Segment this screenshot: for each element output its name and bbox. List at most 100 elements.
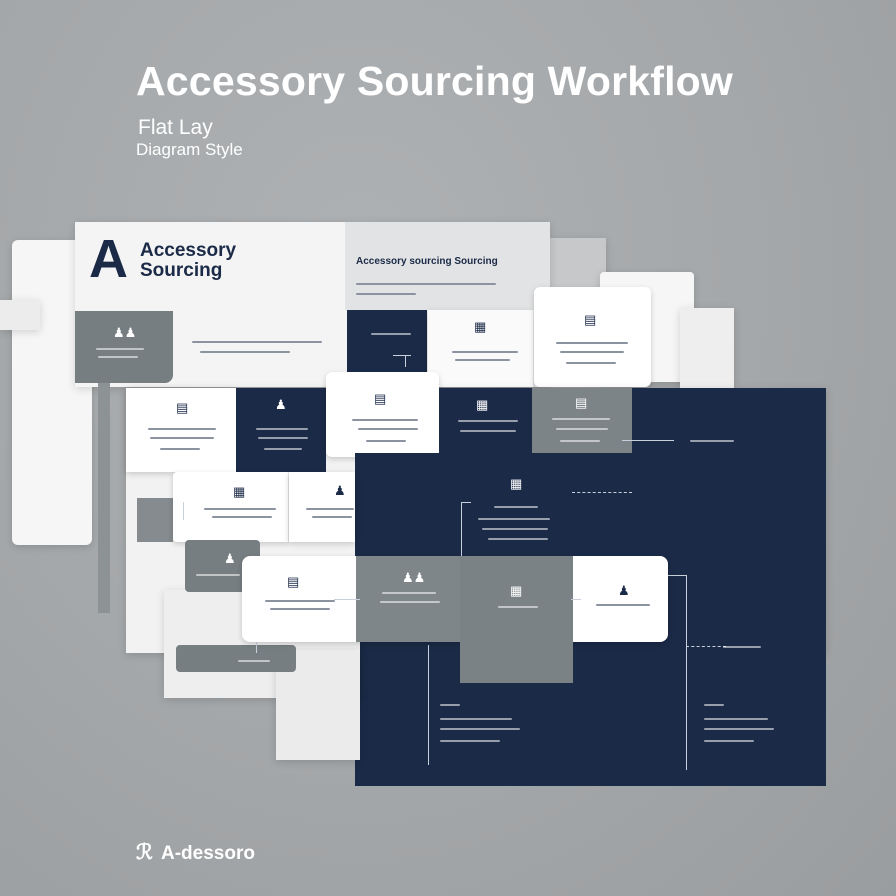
- text-line: [238, 660, 270, 662]
- text-line: [358, 428, 418, 430]
- grid-icon: ▦: [510, 476, 523, 491]
- side-block: [137, 498, 173, 542]
- connector-line: [183, 502, 184, 520]
- connector-arrow: [571, 599, 581, 600]
- brand-logo-letter: A: [89, 229, 128, 289]
- subtitle-line-2: Diagram Style: [136, 140, 243, 159]
- text-line: [704, 740, 754, 742]
- text-line: [566, 362, 616, 364]
- step-tile-person: [236, 388, 326, 472]
- person-icon: ♟: [334, 483, 346, 498]
- people-icon: ♟: [224, 551, 236, 566]
- text-line: [256, 428, 308, 430]
- text-line: [704, 718, 768, 720]
- text-line: [204, 508, 276, 510]
- text-line: [488, 538, 548, 540]
- text-line: [440, 740, 500, 742]
- text-line: [704, 728, 774, 730]
- connector-line: [256, 641, 257, 653]
- connector-line: [393, 355, 411, 356]
- connector-line: [668, 575, 686, 576]
- brand-name-line-2: Sourcing: [140, 260, 223, 281]
- text-line: [200, 351, 290, 353]
- text-line: [380, 601, 440, 603]
- text-line: [270, 608, 330, 610]
- text-line: [455, 359, 510, 361]
- text-line: [560, 440, 600, 442]
- person-icon: ♟: [618, 583, 630, 598]
- calendar-icon: ▦: [474, 319, 487, 334]
- text-line: [356, 283, 496, 285]
- connector-line: [622, 440, 674, 441]
- text-line: [452, 351, 518, 353]
- step-card-document-raised: [326, 372, 439, 457]
- step-card-document-top: [534, 287, 651, 387]
- document-icon: ▤: [374, 391, 387, 406]
- text-line: [596, 604, 650, 606]
- text-line: [478, 518, 550, 520]
- person-icon: ♟: [275, 397, 287, 412]
- text-line: [458, 420, 518, 422]
- text-line: [382, 592, 436, 594]
- text-line: [148, 428, 216, 430]
- step-card-calendar-small: [173, 472, 288, 542]
- footer-logo-mark: ℛ: [136, 841, 153, 864]
- grid-icon: ▦: [476, 397, 489, 412]
- step-card-person-small: [289, 472, 355, 542]
- text-line: [150, 437, 214, 439]
- flow-step-briefcase: [460, 556, 573, 683]
- text-line: [460, 430, 516, 432]
- step-tile-grid: [439, 388, 532, 460]
- connector-line: [461, 502, 471, 503]
- briefcase-icon: ▦: [510, 583, 523, 598]
- people-icon: ♟♟: [402, 570, 426, 585]
- text-line: [371, 333, 411, 335]
- text-line: [356, 293, 416, 295]
- text-line: [494, 506, 538, 508]
- text-line: [704, 704, 724, 706]
- text-line: [306, 508, 354, 510]
- text-line: [98, 356, 138, 358]
- document-icon: ▤: [176, 400, 189, 415]
- document-icon: ▤: [575, 395, 588, 410]
- text-line: [352, 419, 418, 421]
- connector-arrow: [334, 599, 360, 600]
- connector-line: [428, 645, 429, 765]
- back-sheet-right: [550, 238, 606, 288]
- text-line: [258, 437, 308, 439]
- text-line: [366, 440, 406, 442]
- text-line: [212, 516, 272, 518]
- document-icon: ▤: [584, 312, 597, 327]
- people-icon: ♟♟: [113, 325, 137, 340]
- side-strip: [98, 383, 110, 613]
- text-line: [556, 428, 608, 430]
- text-line: [96, 348, 144, 350]
- text-line: [440, 718, 512, 720]
- text-line: [440, 704, 460, 706]
- step-tile-people: [75, 311, 173, 383]
- flow-step-people: [356, 556, 460, 642]
- text-line: [482, 528, 548, 530]
- connector-dashed: [572, 492, 632, 493]
- text-line: [264, 448, 302, 450]
- text-line: [560, 351, 624, 353]
- connector-dashed: [686, 646, 726, 647]
- document-icon: ▤: [287, 574, 300, 589]
- step-tile-bottom: [176, 645, 296, 672]
- text-line: [265, 600, 335, 602]
- text-line: [312, 516, 352, 518]
- connector-line: [686, 575, 687, 770]
- back-sheet-tab: [0, 300, 40, 330]
- step-card-document-mid: [126, 388, 236, 472]
- brand-heading-panel: [345, 222, 550, 310]
- text-line: [440, 728, 520, 730]
- brand-name-line-1: Accessory: [140, 240, 237, 261]
- text-line: [723, 646, 761, 648]
- subtitle-line-1: Flat Lay: [138, 116, 213, 139]
- brand-heading: Accessory sourcing Sourcing: [356, 256, 498, 267]
- text-line: [498, 606, 538, 608]
- calendar-icon: ▦: [233, 484, 246, 499]
- text-line: [552, 418, 610, 420]
- connector-line: [405, 355, 406, 367]
- page-title: Accessory Sourcing Workflow: [136, 58, 734, 104]
